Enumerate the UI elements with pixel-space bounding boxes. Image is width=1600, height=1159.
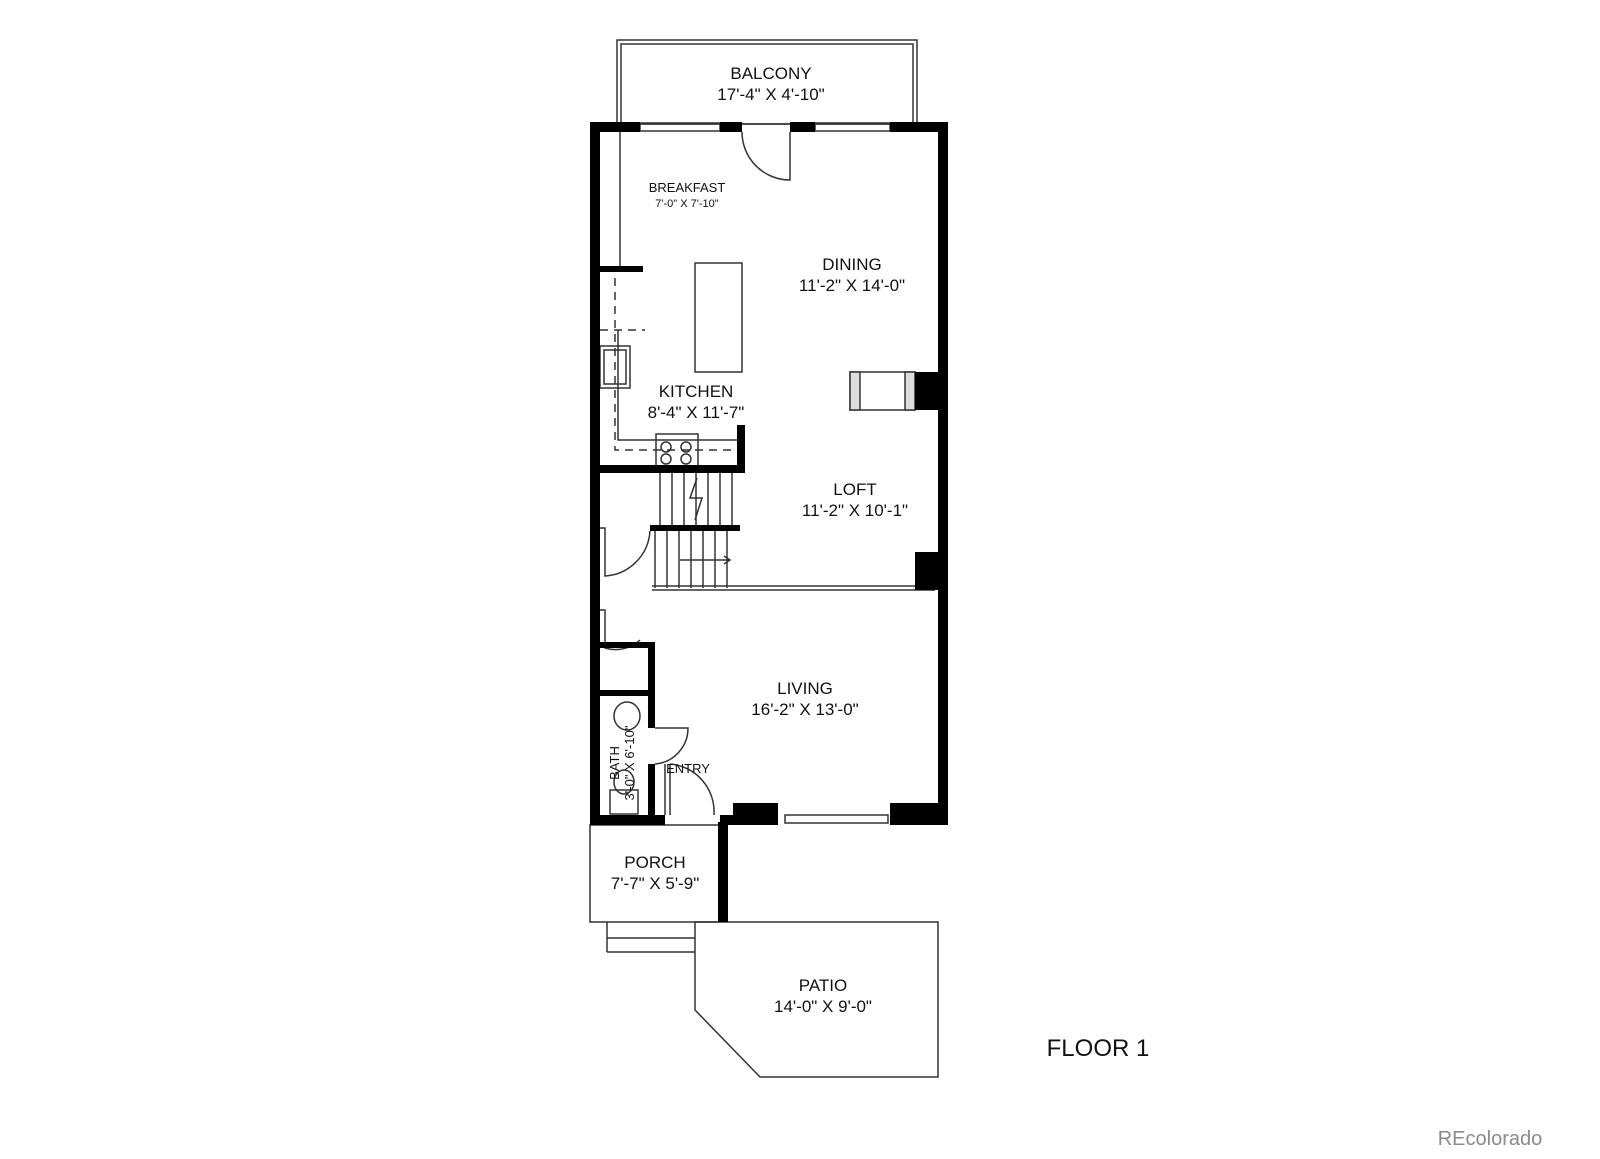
stairs xyxy=(654,473,733,588)
room-name: PATIO xyxy=(798,976,848,995)
entry-label: ENTRY xyxy=(666,760,710,777)
stove-icon xyxy=(655,433,699,467)
floor-label: FLOOR 1 xyxy=(1046,1035,1150,1062)
kitchen-island xyxy=(694,262,743,373)
room-size: 14'-0" X 9'-0" xyxy=(774,997,872,1016)
walls xyxy=(590,122,948,922)
room-name: BREAKFAST xyxy=(648,180,726,195)
watermark: REcolorado xyxy=(1437,1128,1543,1150)
balcony-label: BALCONY 17'-4" X 4'-10" xyxy=(717,63,824,105)
room-name: KITCHEN xyxy=(658,382,734,401)
room-name: LIVING xyxy=(777,679,833,698)
fireplace-icon xyxy=(849,371,916,411)
room-size: 17'-4" X 4'-10" xyxy=(717,85,825,104)
kitchen-label: KITCHEN 8'-4" X 11'-7" xyxy=(648,381,745,423)
patio-outline xyxy=(694,921,939,1078)
room-size: 11'-2" X 10'-1" xyxy=(801,501,909,520)
loft-label: LOFT 11'-2" X 10'-1" xyxy=(802,479,908,521)
living-label: LIVING 16'-2" X 13'-0" xyxy=(751,678,858,720)
room-size: 3'-0" X 6'-10" xyxy=(622,725,637,801)
dining-label: DINING 11'-2" X 14'-0" xyxy=(799,254,905,296)
room-name: LOFT xyxy=(833,480,877,499)
patio-label: PATIO 14'-0" X 9'-0" xyxy=(774,975,872,1017)
room-size: 7'-0" X 7'-10" xyxy=(655,198,719,210)
porch-steps xyxy=(606,922,695,953)
room-name: DINING xyxy=(822,255,882,274)
bath-fixtures xyxy=(609,701,641,815)
room-name: BATH xyxy=(607,746,622,780)
room-size: 16'-2" X 13'-0" xyxy=(751,700,859,719)
porch-label: PORCH 7'-7" X 5'-9" xyxy=(611,852,700,894)
room-size: 8'-4" X 11'-7" xyxy=(647,403,745,422)
room-name: PORCH xyxy=(624,853,686,872)
room-size: 7'-7" X 5'-9" xyxy=(610,874,700,893)
breakfast-label: BREAKFAST 7'-0" X 7'-10" xyxy=(649,179,726,213)
room-size: 11'-2" X 14'-0" xyxy=(798,276,906,295)
room-name: ENTRY xyxy=(666,761,710,776)
kitchen-counter xyxy=(600,278,737,451)
room-name: BALCONY xyxy=(730,64,812,83)
